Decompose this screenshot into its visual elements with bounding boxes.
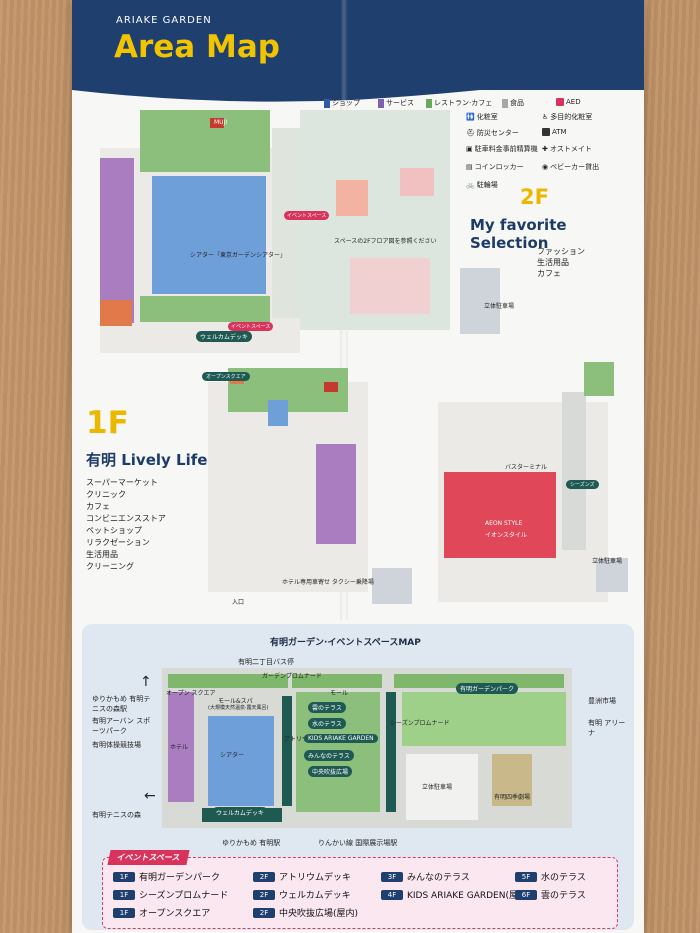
arrow-left: ←: [144, 788, 156, 804]
legend-lockers: ▤コインロッカー: [466, 163, 524, 171]
map2f-theater: シアター「東京ガーデンシアター」: [190, 252, 287, 259]
event-terrace-cloud: 雲のテラス: [308, 702, 346, 713]
legend-restrooms: 🚻化粧室: [466, 113, 498, 121]
floor-1f-number: 1F: [86, 405, 129, 441]
event-kids: KIDS ARIAKE GARDEN: [304, 734, 378, 743]
event-mall: モール: [330, 690, 349, 697]
legend-service: サービス: [378, 98, 414, 108]
event-terrace-water: 水のテラス: [308, 718, 346, 729]
event-central: 中央吹抜広場: [308, 766, 353, 777]
header-wave: [72, 62, 644, 102]
event-mall-spa-sub: (大規模天然温泉·露天風呂): [208, 705, 269, 711]
map1f-seasons: シーズンズ: [566, 480, 599, 489]
ostomy-icon: ✚: [542, 145, 548, 153]
left-label-3: 有明体操競技場: [92, 741, 141, 749]
legend-atm: ATM: [542, 128, 567, 136]
floor-2f-map: [100, 110, 500, 353]
floor-2f-tagline: My favorite Selection: [470, 216, 567, 252]
floor-1f-map: [208, 362, 628, 604]
legend-bicycle: 🚲駐輪場: [466, 181, 498, 189]
event-theater-new: 有明四季劇場: [494, 794, 531, 801]
event-map-title: 有明ガーデン·イベントスペースMAP: [270, 638, 421, 648]
left-label-1: ゆりかもめ 有明テニスの森駅: [92, 695, 151, 713]
event-welcome: ウェルカムデッキ: [212, 807, 268, 818]
area-map-leaflet: ARIAKE GARDEN Area Map ショップ サービス レストラン·カ…: [72, 0, 644, 933]
event-site-plan: [162, 668, 572, 828]
event-terrace-all: みんなのテラス: [304, 750, 354, 761]
event-parking: 立体駐車場: [422, 784, 453, 791]
map1f-bus-terminal: バスターミナル: [505, 464, 548, 471]
map2f-event-space-2: イベントスペース: [228, 322, 274, 331]
map2f-parking: 立体駐車場: [484, 303, 515, 310]
brand-name: ARIAKE GARDEN: [116, 15, 212, 26]
legend-multipurpose: ♿多目的化粧室: [542, 113, 593, 121]
legend-emergency: ⛑防災センター: [466, 129, 519, 137]
event-mall-spa: モール&スパ: [218, 698, 253, 705]
map1f-aeon-jp: イオンスタイル: [485, 532, 527, 539]
legend: ショップ サービス レストラン·カフェ 食品 AED 🚻化粧室 ♿多目的化粧室 …: [324, 96, 624, 204]
bicycle-icon: 🚲: [466, 181, 475, 189]
left-label-4: 有明テニスの森: [92, 811, 141, 819]
map2f-event-space-1: イベントスペース: [284, 211, 330, 220]
floor-2f-number: 2F: [520, 185, 549, 209]
map1f-aeon: AEON STYLE: [485, 520, 523, 527]
map1f-entrance: 入口: [232, 599, 245, 606]
locker-icon: ▤: [466, 163, 473, 171]
legend-aed: AED: [556, 98, 581, 106]
map1f-parking: 立体駐車場: [592, 558, 623, 565]
parking-machine-icon: ▣: [466, 145, 473, 153]
stroller-icon: ◉: [542, 163, 549, 171]
event-space-map-card: 有明ガーデン·イベントスペースMAP 有明二丁目バス停 ガーデンプロムナード モ…: [82, 624, 634, 930]
event-space-tag: イベントスペース: [107, 850, 190, 865]
event-garden-promenade: ガーデンプロムナード: [262, 673, 322, 680]
event-open-square: オープン スクエア: [166, 690, 216, 697]
map2f-muji: MUJI: [214, 119, 228, 126]
bottom-label-2: りんかい線 国際展示場駅: [318, 839, 398, 847]
legend-strollers: ◉ベビーカー貸出: [542, 163, 600, 171]
map1f-hotel-taxi: ホテル専用車寄せ タクシー乗降場: [282, 579, 374, 586]
floor-1f-tagline: 有明 Lively Life: [86, 451, 208, 469]
legend-food: 食品: [502, 98, 524, 108]
bottom-label-1: ゆりかもめ 有明駅: [222, 839, 281, 847]
restroom-icon: 🚻: [466, 113, 475, 121]
event-seasons: シーズンプロムナード: [390, 720, 450, 727]
map2f-note: スペースの2Fフロア図を参照ください: [334, 238, 437, 245]
floor-1f-categories: スーパーマーケット クリニック カフェ コンビニエンスストア ペットショップ リ…: [86, 478, 166, 571]
arrow-up-left: ↑: [140, 674, 152, 690]
event-theater: シアター: [220, 752, 245, 759]
map2f-welcome-deck: ウェルカムデッキ: [196, 331, 252, 342]
bus-stop-label: 有明二丁目バス停: [238, 658, 294, 666]
legend-shop: ショップ: [324, 98, 360, 108]
page-title: Area Map: [114, 29, 280, 65]
floor-2f-categories: ファッション 生活用品 カフェ: [537, 247, 585, 278]
right-label-2: 有明 アリーナ: [588, 719, 626, 737]
left-label-2: 有明アーバン スポーツパーク: [92, 717, 151, 735]
wheelchair-icon: ♿: [542, 113, 549, 121]
right-label-1: 豊洲市場: [588, 697, 616, 705]
event-hotel: ホテル: [170, 744, 189, 751]
event-garden-park: 有明ガーデンパーク: [456, 683, 519, 694]
legend-ostomy: ✚オストメイト: [542, 145, 592, 153]
legend-restaurant: レストラン·カフェ: [426, 98, 492, 108]
map1f-open-square: オープンスクエア: [202, 372, 250, 381]
legend-parking-fee: ▣駐車料金事前精算機: [466, 145, 538, 153]
emergency-icon: ⛑: [466, 129, 475, 137]
